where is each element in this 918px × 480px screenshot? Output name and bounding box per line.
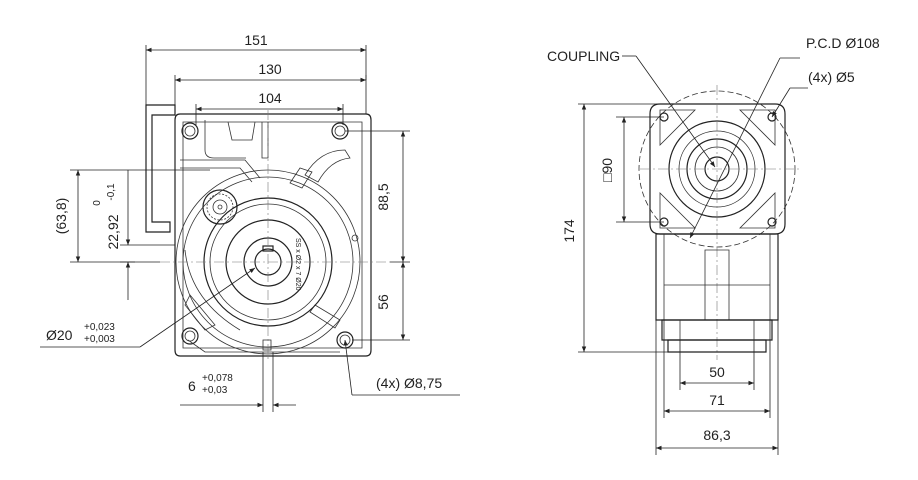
coupling-label: COUPLING — [547, 48, 620, 64]
tol-dia20-lower: +0,003 — [84, 334, 115, 345]
dim-71: 71 — [709, 392, 725, 408]
dim-56: 56 — [375, 294, 391, 310]
housing-ribs — [180, 120, 351, 353]
side-view: COUPLING P.C.D Ø108 (4x) Ø5 174 □90 50 7… — [547, 35, 880, 455]
dim-130: 130 — [258, 61, 282, 77]
dim-88-5: 88,5 — [375, 183, 391, 210]
tol-6-upper: +0,078 — [202, 373, 233, 384]
tol-22-92-upper: 0 — [92, 200, 103, 206]
dim-dia20: Ø20 — [46, 327, 73, 343]
hub-marking: SS x Ø2 x 7 Ø20 — [294, 238, 301, 291]
housing-outline — [174, 113, 372, 357]
tol-6-lower: +0,03 — [202, 385, 228, 396]
small-holes-label: (4x) Ø5 — [808, 69, 855, 85]
dim-22-92: 22,92 — [105, 214, 121, 249]
pcd-label: P.C.D Ø108 — [806, 35, 880, 51]
tol-dia20-upper: +0,023 — [84, 322, 115, 333]
tol-22-92-lower: -0,1 — [106, 183, 117, 201]
dim-151: 151 — [244, 32, 268, 48]
top-dimensions — [145, 45, 367, 125]
dim-63-8: (63,8) — [53, 198, 69, 235]
left-dimensions — [70, 169, 210, 300]
dim-86-3: 86,3 — [703, 427, 730, 443]
holes-label: (4x) Ø8,75 — [376, 375, 442, 391]
dim-6: 6 — [188, 378, 196, 394]
front-view: SS x Ø2 x 7 Ø20 151 130 104 88,5 56 — [40, 32, 460, 412]
dim-174: 174 — [561, 219, 577, 243]
right-dimensions — [345, 130, 410, 341]
corner-pockets — [659, 109, 776, 229]
dim-50: 50 — [709, 364, 725, 380]
dim-104: 104 — [258, 90, 282, 106]
side-flange — [145, 104, 176, 233]
square-label: □90 — [599, 158, 615, 182]
